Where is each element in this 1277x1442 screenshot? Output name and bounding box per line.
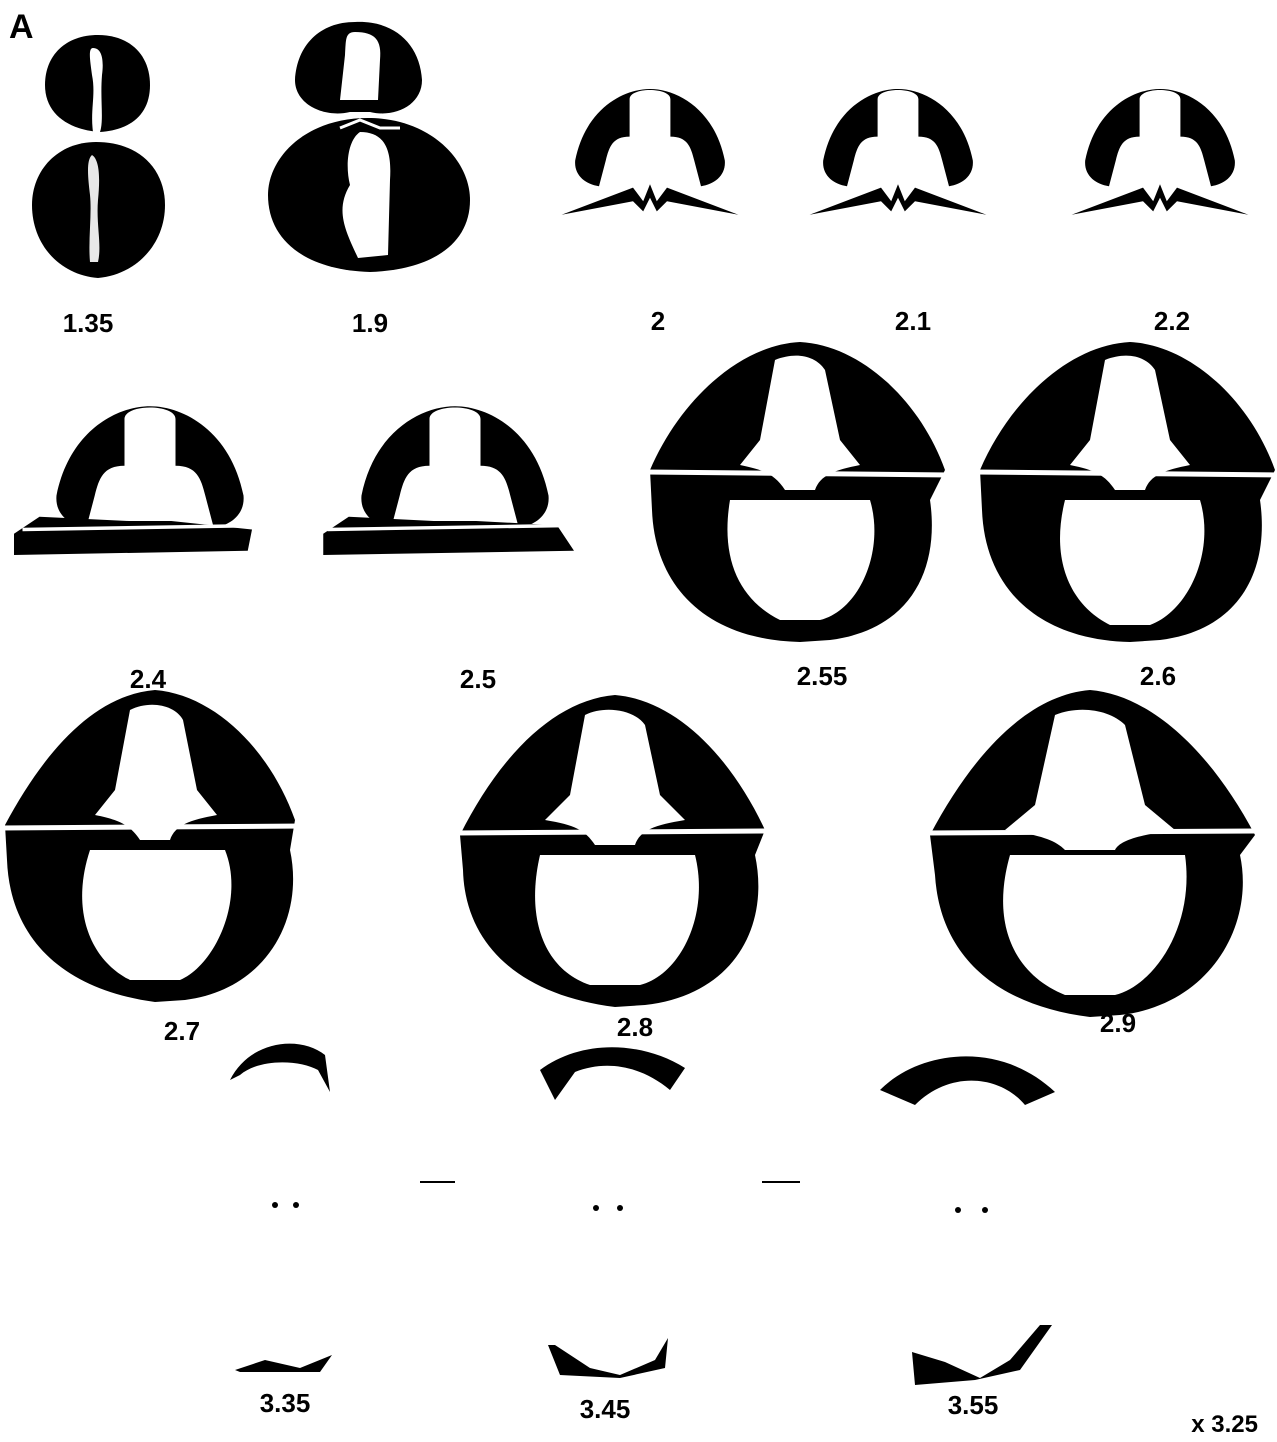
section-2-6 (975, 342, 1277, 642)
magnification-label: x 3.25 (1191, 1411, 1258, 1438)
section-2-7 (0, 690, 305, 1002)
section-2 (562, 89, 739, 215)
section-label-3-55: 3.55 (948, 1390, 999, 1420)
section-label-2-55: 2.55 (797, 661, 848, 691)
section-label-2: 2 (651, 306, 665, 336)
section-2-5 (323, 406, 582, 555)
section-label-3-45: 3.45 (580, 1394, 631, 1424)
section-2-55 (645, 342, 950, 642)
section-2-4 (14, 406, 278, 555)
panel-letter: A (9, 8, 34, 46)
section-label-2-1: 2.1 (895, 306, 931, 336)
section-label-2-5: 2.5 (460, 664, 496, 694)
section-2-8 (455, 695, 770, 1007)
section-label-2-6: 2.6 (1140, 661, 1176, 691)
section-3-45 (540, 1047, 685, 1378)
section-2-2 (1072, 89, 1249, 215)
section-3-55 (880, 1056, 1055, 1385)
section-2-1 (810, 89, 987, 215)
section-label-1-35: 1.35 (63, 308, 114, 338)
section-label-2-7: 2.7 (164, 1016, 200, 1046)
section-2-9 (925, 690, 1255, 1017)
section-1-35 (32, 35, 165, 278)
section-label-1-9: 1.9 (352, 308, 388, 338)
section-label-2-4: 2.4 (130, 664, 167, 694)
section-label-2-2: 2.2 (1154, 306, 1190, 336)
section-label-3-35: 3.35 (260, 1388, 311, 1418)
section-label-2-9: 2.9 (1100, 1008, 1136, 1038)
section-1-9 (268, 22, 470, 272)
section-label-2-8: 2.8 (617, 1012, 653, 1042)
section-3-35 (230, 1044, 332, 1372)
